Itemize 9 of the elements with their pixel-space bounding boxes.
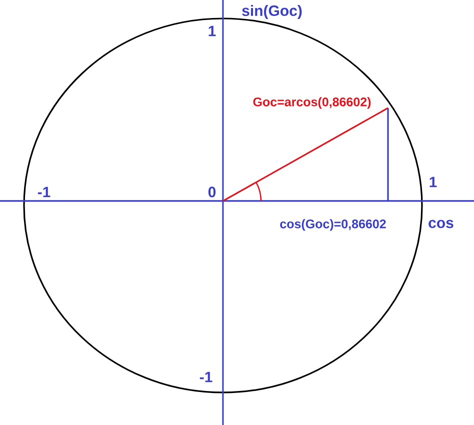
tick-label: 1 bbox=[208, 26, 216, 36]
value-label: cos(Goc)=0,86602 bbox=[280, 219, 386, 231]
origin-label: 0 bbox=[208, 186, 216, 198]
tick-label: 1 bbox=[430, 176, 437, 188]
tick-label: -1 bbox=[38, 186, 50, 198]
tick-label: -1 bbox=[200, 372, 212, 382]
axis-label: cos bbox=[428, 220, 454, 228]
angle-label: Goc=arcos(0,86602) bbox=[253, 97, 371, 109]
axis-label: sin(Goc) bbox=[242, 5, 302, 19]
